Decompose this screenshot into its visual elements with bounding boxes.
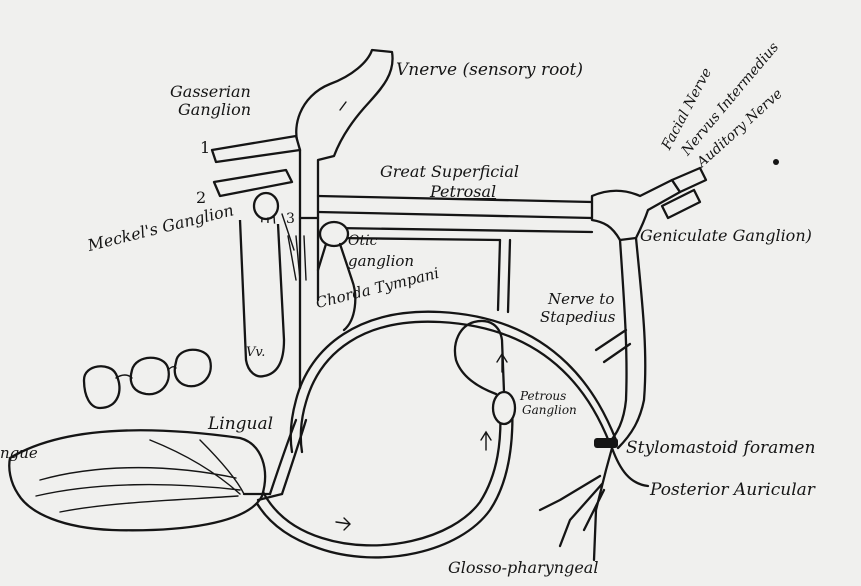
posterior-auricular-nerve xyxy=(540,448,648,560)
label-nerve-to: Nerve to xyxy=(548,292,614,307)
otic-ganglion-shape xyxy=(320,222,348,246)
label-stylomastoid: Stylomastoid foramen xyxy=(626,440,815,457)
glosso-arrow xyxy=(336,518,350,530)
petrous-arrow-1 xyxy=(497,354,507,372)
label-posterior-auricular: Posterior Auricular xyxy=(650,482,815,499)
meckel-fan xyxy=(288,236,306,280)
facial-nerve-descending xyxy=(606,238,645,448)
label-great-superficial: Great Superficial xyxy=(380,164,519,180)
teeth xyxy=(84,350,211,408)
label-tongue: ngue xyxy=(0,446,38,461)
label-petrous-ganglion: Ganglion xyxy=(522,404,577,416)
gasserian-ganglion-shape xyxy=(296,50,392,218)
label-ganglion: Ganglion xyxy=(178,102,251,118)
label-petrous: Petrous xyxy=(520,390,566,402)
label-v-nerve: Vnerve (sensory root) xyxy=(396,62,583,79)
meckels-ganglion-shape xyxy=(254,193,278,219)
label-num-3: 3 xyxy=(286,212,295,226)
label-petrosal: Petrosal xyxy=(430,184,496,200)
label-gasserian: Gasserian xyxy=(170,84,251,100)
label-otic: Otic xyxy=(348,234,377,248)
nerve-stumps xyxy=(672,168,706,192)
branch-2 xyxy=(214,170,292,196)
label-lingual: Lingual xyxy=(208,416,273,433)
label-otic-ganglion: ganglion xyxy=(348,254,414,269)
tympanic-connection xyxy=(498,240,510,312)
label-geniculate-ganglion: Geniculate Ganglion) xyxy=(640,228,812,244)
petrous-arrow-2 xyxy=(481,432,491,450)
label-stapedius: Stapedius xyxy=(540,310,615,325)
label-num-2: 2 xyxy=(196,190,206,206)
petrous-ganglion-shape xyxy=(493,392,515,424)
label-vv: Vv. xyxy=(246,346,265,359)
ink-dot xyxy=(773,159,779,165)
tongue-shape xyxy=(9,430,265,530)
label-glosso-pharyngeal: Glosso-pharyngeal xyxy=(448,560,598,576)
stylomastoid-mark xyxy=(594,438,618,448)
branch-1 xyxy=(212,136,300,162)
label-num-1: 1 xyxy=(200,140,210,156)
chorda-tympani-nerve xyxy=(291,312,616,452)
